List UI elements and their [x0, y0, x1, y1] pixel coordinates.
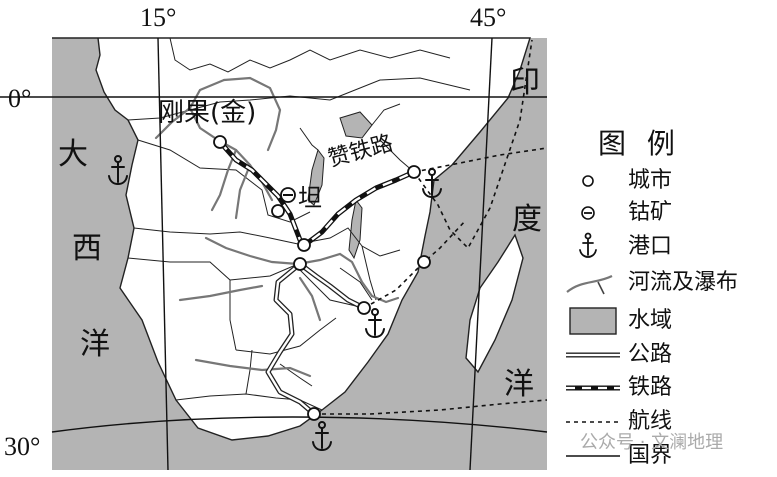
- anchor-icon: [365, 308, 385, 339]
- latitude-30-label: 30°: [4, 432, 41, 461]
- cobalt-mine-marker: [280, 187, 296, 203]
- atlantic-ocean-label-1: 大: [58, 137, 88, 172]
- lake-victoria: [339, 111, 373, 139]
- city-marker: [213, 135, 227, 149]
- legend-label-railway: 铁路: [628, 375, 673, 400]
- city-marker: [271, 204, 285, 218]
- legend-label-shipping: 航线: [628, 409, 673, 434]
- lake-tanganyika: [307, 148, 325, 206]
- legend-river-icon: [566, 275, 613, 295]
- legend-label-river: 河流及瀑布: [628, 270, 739, 295]
- legend-cobalt-icon: [581, 206, 595, 220]
- legend-port-icon: [579, 232, 597, 258]
- africa-landmass: [52, 37, 531, 441]
- atlantic-ocean-label-3: 洋: [80, 327, 110, 362]
- legend-city-icon: [582, 175, 594, 187]
- lake-malawi: [348, 198, 363, 260]
- ports: [108, 155, 442, 452]
- longitude-45-label: 45°: [470, 3, 507, 32]
- anchor-icon: [312, 421, 332, 452]
- city-marker: [407, 165, 421, 179]
- graticule: [0, 37, 548, 471]
- atlantic-ocean-label-2: 西: [72, 231, 102, 266]
- legend-title: 图 例: [598, 127, 681, 160]
- city-marker: [297, 238, 311, 252]
- latitude-0-label: 0°: [8, 84, 32, 113]
- madagascar: [465, 233, 524, 374]
- cities: [213, 135, 431, 421]
- tanzania-label: 坦: [298, 184, 322, 212]
- indian-ocean-label-3: 洋: [504, 367, 534, 402]
- anchor-icon: [108, 155, 128, 186]
- indian-ocean-label-2: 度: [512, 202, 542, 237]
- legend-label-city: 城市: [628, 168, 673, 193]
- watermark: 公众号 · 文澜地理: [580, 432, 724, 453]
- legend-label-water: 水域: [628, 308, 673, 333]
- city-marker: [293, 257, 307, 271]
- legend-symbols: [566, 175, 620, 457]
- anchor-icon: [422, 168, 442, 199]
- indian-ocean-label-1: 印: [510, 65, 540, 100]
- congo-label: 刚果(金): [158, 98, 257, 128]
- city-marker: [357, 301, 371, 315]
- longitude-15-label: 15°: [140, 3, 177, 32]
- legend-label-cobalt: 钴矿: [628, 200, 673, 225]
- roads: [265, 261, 367, 417]
- legend-water-icon: [569, 307, 617, 335]
- legend-label-road: 公路: [628, 342, 673, 367]
- city-marker: [417, 255, 431, 269]
- city-marker: [307, 407, 321, 421]
- legend-label-port: 港口: [628, 234, 673, 259]
- legend-label-border: 国界: [628, 443, 673, 468]
